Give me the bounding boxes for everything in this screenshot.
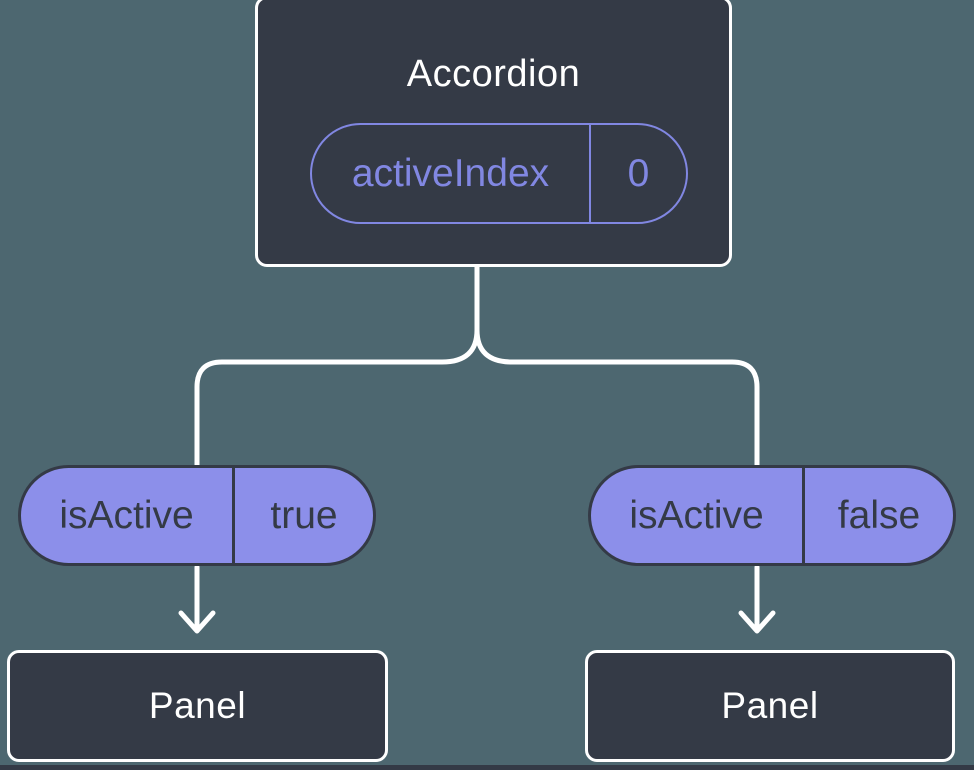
is-active-true-pill: isActive true xyxy=(18,465,376,566)
state-value-label: 0 xyxy=(627,151,650,195)
pill-divider xyxy=(232,468,235,563)
right-arrowhead-icon xyxy=(738,610,776,634)
state-name-label: activeIndex xyxy=(351,151,550,195)
prop-value-label: true xyxy=(270,493,338,537)
accordion-node: Accordion activeIndex 0 xyxy=(255,0,732,267)
bottom-clipped-strip xyxy=(0,765,974,770)
left-arrowhead-icon xyxy=(178,610,216,634)
is-active-false-pill: isActive false xyxy=(588,465,956,566)
connector-left-branch xyxy=(194,261,480,468)
panel-node-right: Panel xyxy=(585,650,955,762)
accordion-node-title: Accordion xyxy=(406,53,581,95)
prop-name-label: isActive xyxy=(629,493,764,537)
active-index-state-pill: activeIndex 0 xyxy=(310,123,688,224)
panel-node-title: Panel xyxy=(721,685,819,726)
pill-divider xyxy=(802,468,805,563)
connector-right-branch xyxy=(474,261,760,468)
prop-name-label: isActive xyxy=(59,493,194,537)
pill-divider xyxy=(589,125,591,222)
prop-value-label: false xyxy=(837,493,921,537)
panel-node-title: Panel xyxy=(148,685,247,726)
panel-node-left: Panel xyxy=(7,650,388,762)
